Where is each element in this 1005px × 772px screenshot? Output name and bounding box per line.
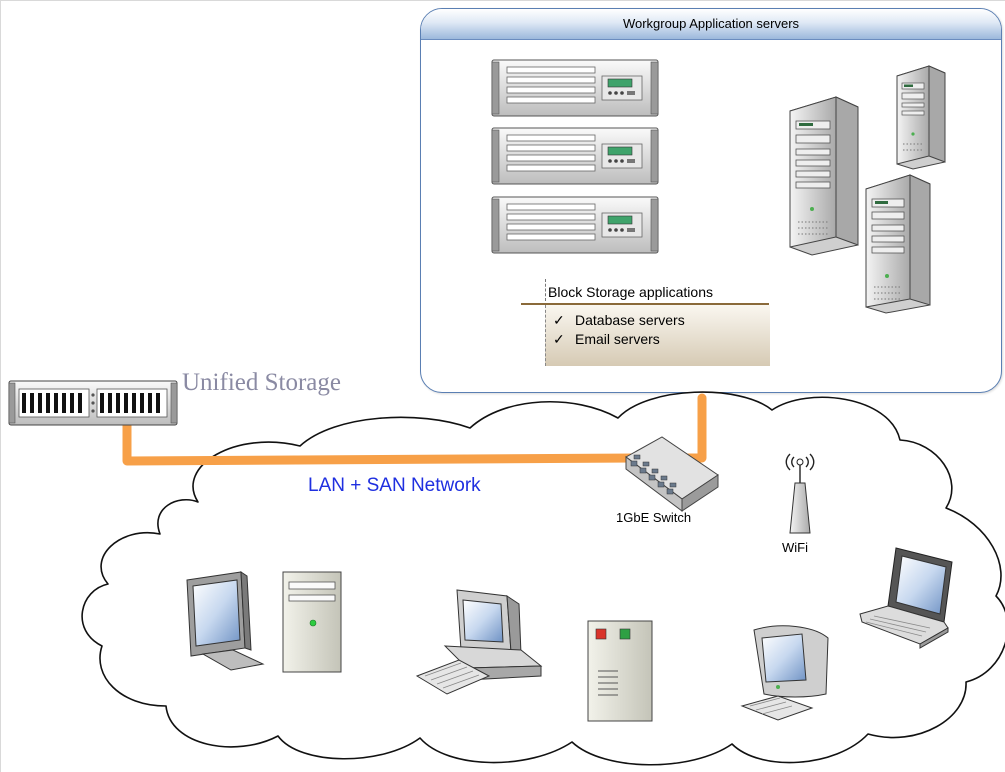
laptop-icon — [859, 547, 953, 649]
lcd-monitor-icon — [186, 571, 265, 671]
imac-icon — [740, 625, 829, 721]
server-cabinet-icon — [587, 620, 653, 722]
block-storage-rule — [521, 303, 769, 305]
servers-to-switch-link — [675, 393, 707, 463]
switch-label: 1GbE Switch — [616, 510, 692, 525]
desktop-tower-icon — [282, 571, 342, 673]
wifi-antenna-icon — [785, 453, 815, 534]
network-label: LAN + SAN Network — [308, 475, 481, 496]
block-storage-item-database: ✓ Database servers — [553, 312, 685, 329]
desktop-pc-icon — [415, 589, 543, 695]
storage-to-switch-link — [122, 419, 645, 466]
storage-array-icon — [8, 380, 178, 426]
block-storage-item-label: Email servers — [575, 331, 660, 347]
block-storage-item-email: ✓ Email servers — [553, 331, 660, 348]
wifi-label: WiFi — [782, 540, 808, 555]
group-title: Workgroup Application servers — [421, 9, 1001, 40]
block-storage-title: Block Storage applications — [548, 284, 713, 300]
block-storage-panel — [545, 305, 770, 366]
unified-storage-label: Unified Storage — [182, 369, 341, 396]
network-cloud — [81, 391, 1005, 766]
frame-left-border — [0, 0, 1, 772]
block-storage-divider — [545, 279, 546, 301]
network-switch-icon — [625, 436, 719, 512]
block-storage-item-label: Database servers — [575, 312, 685, 328]
checkmark-icon: ✓ — [553, 312, 565, 328]
checkmark-icon: ✓ — [553, 331, 565, 347]
frame-top-border — [0, 0, 1005, 1]
